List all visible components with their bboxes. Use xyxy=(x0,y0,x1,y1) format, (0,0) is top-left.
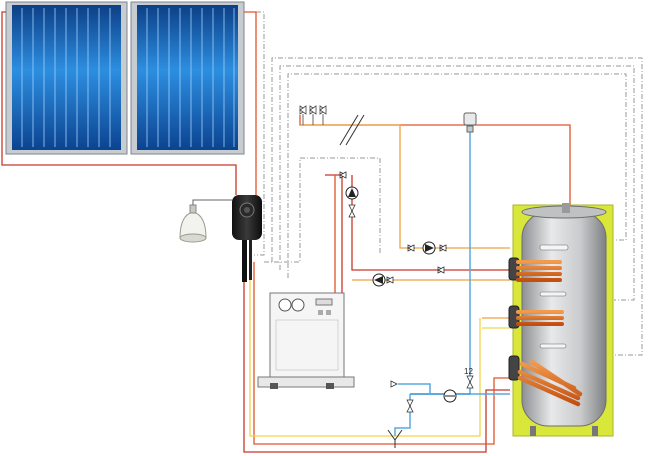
pipe-break-marks xyxy=(339,114,365,146)
meter xyxy=(443,389,457,403)
upper-coil xyxy=(516,260,562,282)
middle-coil xyxy=(516,310,564,326)
solar-collector-2 xyxy=(130,1,245,155)
thermostatic-mixing-valve xyxy=(463,112,477,133)
distribution-valves xyxy=(299,105,327,125)
solar-coil xyxy=(517,359,583,407)
heating-circuit-pump xyxy=(422,241,436,255)
control-wiring xyxy=(254,11,643,356)
valves xyxy=(339,171,474,413)
boiler-pipes xyxy=(249,115,571,437)
boiler xyxy=(257,292,355,389)
drain-outlet xyxy=(387,429,403,448)
dhw-circulation-pump xyxy=(372,273,386,287)
boiler-circuit-pump xyxy=(345,186,359,200)
flow-meter-label: 12 xyxy=(464,367,473,376)
solar-loop-pipes xyxy=(1,11,510,453)
solar-collector-1 xyxy=(5,1,128,155)
water-pipes xyxy=(394,118,510,436)
solar-pump-station xyxy=(232,195,262,282)
expansion-vessel xyxy=(179,199,232,243)
